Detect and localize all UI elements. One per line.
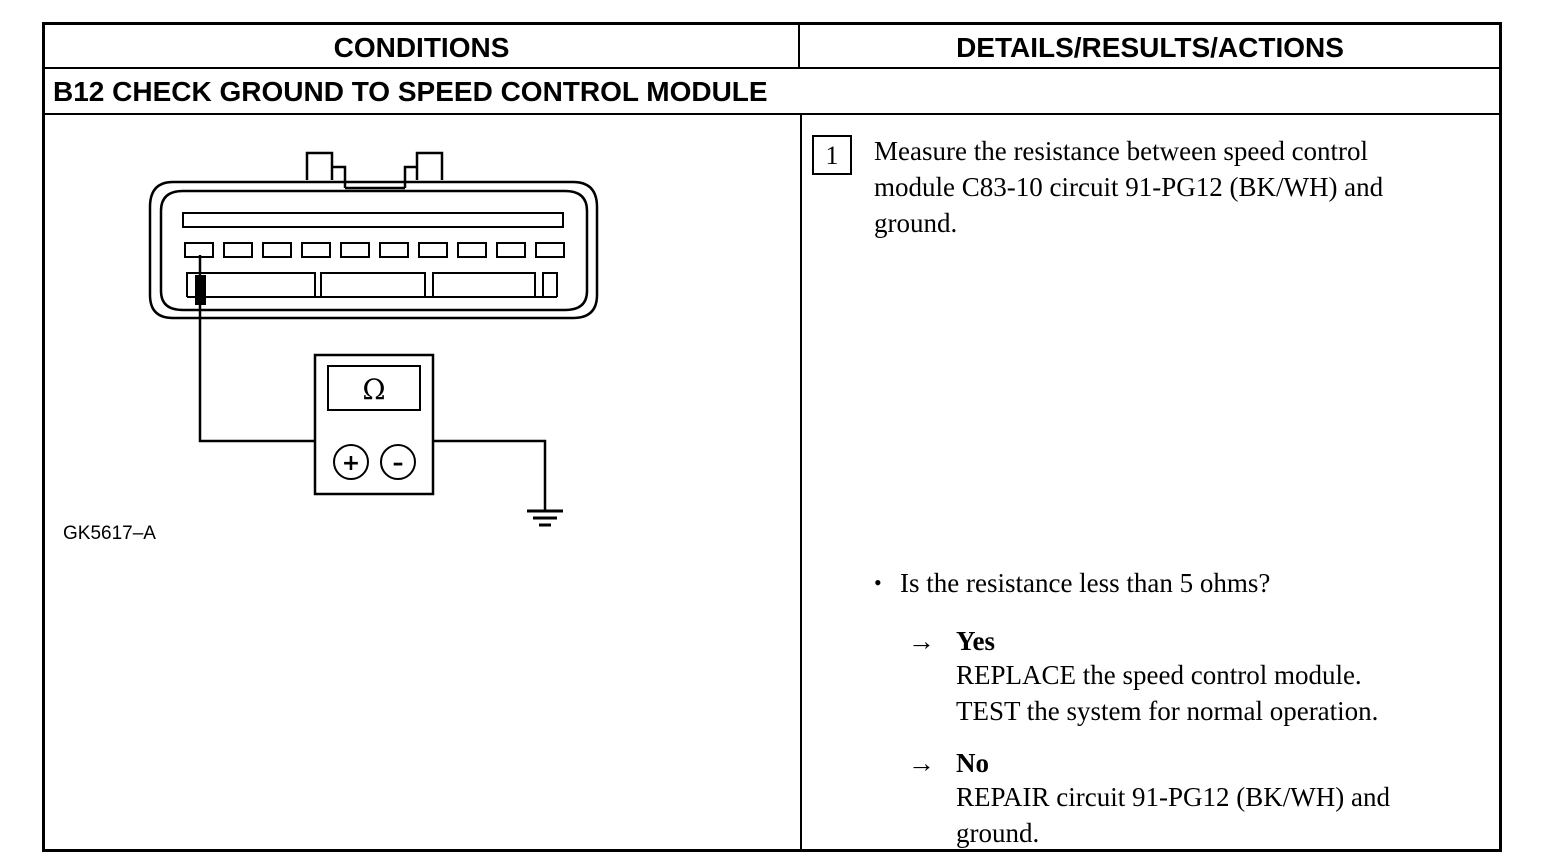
outcome-line: TEST the system for normal operation. (956, 696, 1379, 726)
instruction-line: module C83-10 circuit 91-PG12 (BK/WH) an… (874, 172, 1384, 202)
ground-icon (527, 509, 563, 527)
test-leads (198, 303, 547, 510)
diagnostic-table: CONDITIONS DETAILS/RESULTS/ACTIONS B12 C… (42, 22, 1502, 852)
outcome-label: No (956, 748, 989, 778)
arrow-icon: → (908, 748, 935, 778)
outcome-line: REPLACE the speed control module. (956, 660, 1362, 690)
details-header: DETAILS/RESULTS/ACTIONS (956, 32, 1344, 63)
bullet-icon: • (874, 570, 882, 595)
probe-tip (195, 275, 206, 305)
conditions-cell: Ω + – GK5617–A (45, 115, 800, 852)
figure-id: GK5617–A (63, 523, 156, 544)
outcome-label: Yes (956, 626, 995, 656)
question: • Is the resistance less than 5 ohms? (874, 565, 1271, 601)
connector-icon (148, 151, 599, 320)
meter-symbol: Ω (362, 373, 385, 406)
details-cell: 1 Measure the resistance between speed c… (802, 115, 1500, 852)
step-title-row: B12 CHECK GROUND TO SPEED CONTROL MODULE (45, 69, 1499, 115)
test-diagram: Ω + – (148, 151, 599, 527)
step-title: B12 CHECK GROUND TO SPEED CONTROL MODULE (53, 76, 768, 107)
instruction-line: ground. (874, 208, 958, 238)
outcome-line: REPAIR circuit 91-PG12 (BK/WH) and (956, 782, 1390, 812)
instruction-line: Measure the resistance between speed con… (874, 136, 1369, 166)
minus-terminal: – (393, 451, 404, 476)
conditions-header: CONDITIONS (45, 25, 800, 67)
outcome-line: ground. (956, 818, 1040, 848)
step-number: 1 (812, 135, 852, 175)
column-divider (800, 115, 802, 852)
instruction-text: Measure the resistance between speed con… (874, 133, 1484, 241)
plus-terminal: + (342, 451, 360, 476)
question-text: Is the resistance less than 5 ohms? (900, 568, 1271, 598)
ohmmeter-icon: Ω + – (313, 353, 435, 496)
arrow-icon: → (908, 626, 935, 656)
header-row: CONDITIONS DETAILS/RESULTS/ACTIONS (45, 25, 1499, 69)
